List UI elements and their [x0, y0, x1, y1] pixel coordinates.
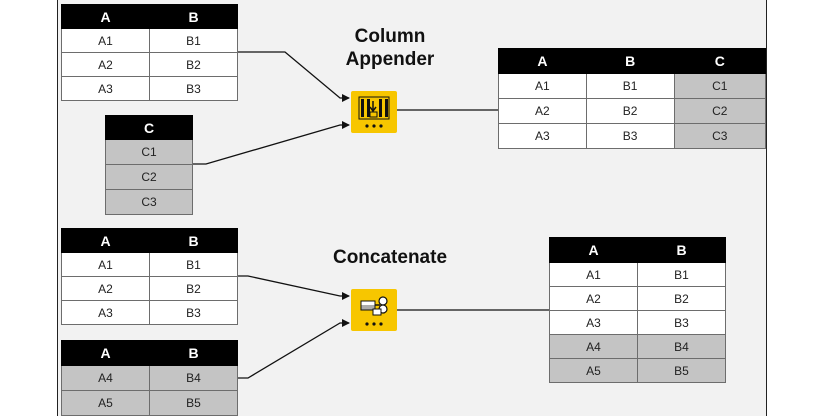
- table-cell: B3: [585, 123, 675, 149]
- table-cell: A3: [61, 300, 150, 325]
- appender-input-table-c: C C1 C2 C3: [105, 115, 193, 215]
- table-cell: A1: [498, 73, 587, 99]
- table-cell: B3: [149, 300, 238, 325]
- table-cell: A1: [61, 252, 150, 277]
- table-cell: B2: [149, 276, 238, 301]
- concatenate-title: Concatenate: [332, 247, 448, 268]
- table-cell: C1: [105, 139, 193, 165]
- header-cell: A: [498, 48, 587, 74]
- table-cell: A1: [61, 28, 150, 53]
- header-cell: A: [61, 4, 150, 29]
- appender-title-line1: Column: [354, 26, 426, 47]
- table-cell: B2: [149, 52, 238, 77]
- table-cell: A2: [61, 276, 150, 301]
- table-cell: B1: [149, 28, 238, 53]
- table-cell: C3: [105, 189, 193, 215]
- column-appender-node[interactable]: [351, 91, 397, 133]
- edge-appender-in-top: [238, 51, 350, 102]
- table-cell: A4: [549, 334, 638, 359]
- header-cell: A: [61, 228, 150, 253]
- table-cell: B2: [585, 98, 675, 124]
- edge-appender-in-bottom: [193, 121, 350, 165]
- appender-title: Column Appender: [320, 25, 460, 71]
- table-cell: B3: [149, 76, 238, 101]
- concatenate-node[interactable]: [351, 289, 397, 331]
- table-cell: A4: [61, 365, 150, 391]
- table-cell: A5: [549, 358, 638, 383]
- edge-concat-in-bottom: [238, 319, 350, 379]
- table-cell: A3: [549, 310, 638, 335]
- column-appender-icon: [358, 96, 390, 128]
- header-cell: B: [637, 237, 726, 263]
- table-cell: B1: [637, 262, 726, 287]
- header-cell: B: [149, 340, 238, 366]
- table-cell: B2: [637, 286, 726, 311]
- edge-concat-in-top: [238, 275, 350, 300]
- header-cell: A: [61, 340, 150, 366]
- table-cell: A3: [498, 123, 587, 149]
- table-cell: A1: [549, 262, 638, 287]
- table-cell: B4: [637, 334, 726, 359]
- table-cell: B1: [149, 252, 238, 277]
- table-cell: A2: [498, 98, 587, 124]
- header-cell: C: [673, 48, 767, 74]
- table-cell: B5: [637, 358, 726, 383]
- table-cell: B1: [585, 73, 675, 99]
- table-cell: B5: [149, 390, 238, 416]
- table-cell: C2: [673, 98, 767, 124]
- header-cell: B: [585, 48, 675, 74]
- concatenate-icon: [360, 296, 388, 326]
- appender-title-line2: Appender: [345, 49, 435, 70]
- table-cell: A5: [61, 390, 150, 416]
- header-cell: A: [549, 237, 638, 263]
- table-cell: A3: [61, 76, 150, 101]
- table-cell: B4: [149, 365, 238, 391]
- header-cell: B: [149, 4, 238, 29]
- table-cell: A2: [549, 286, 638, 311]
- table-cell: C3: [673, 123, 767, 149]
- table-cell: C2: [105, 164, 193, 190]
- table-cell: A2: [61, 52, 150, 77]
- table-cell: B3: [637, 310, 726, 335]
- header-cell: B: [149, 228, 238, 253]
- header-cell: C: [105, 115, 193, 140]
- table-cell: C1: [673, 73, 767, 99]
